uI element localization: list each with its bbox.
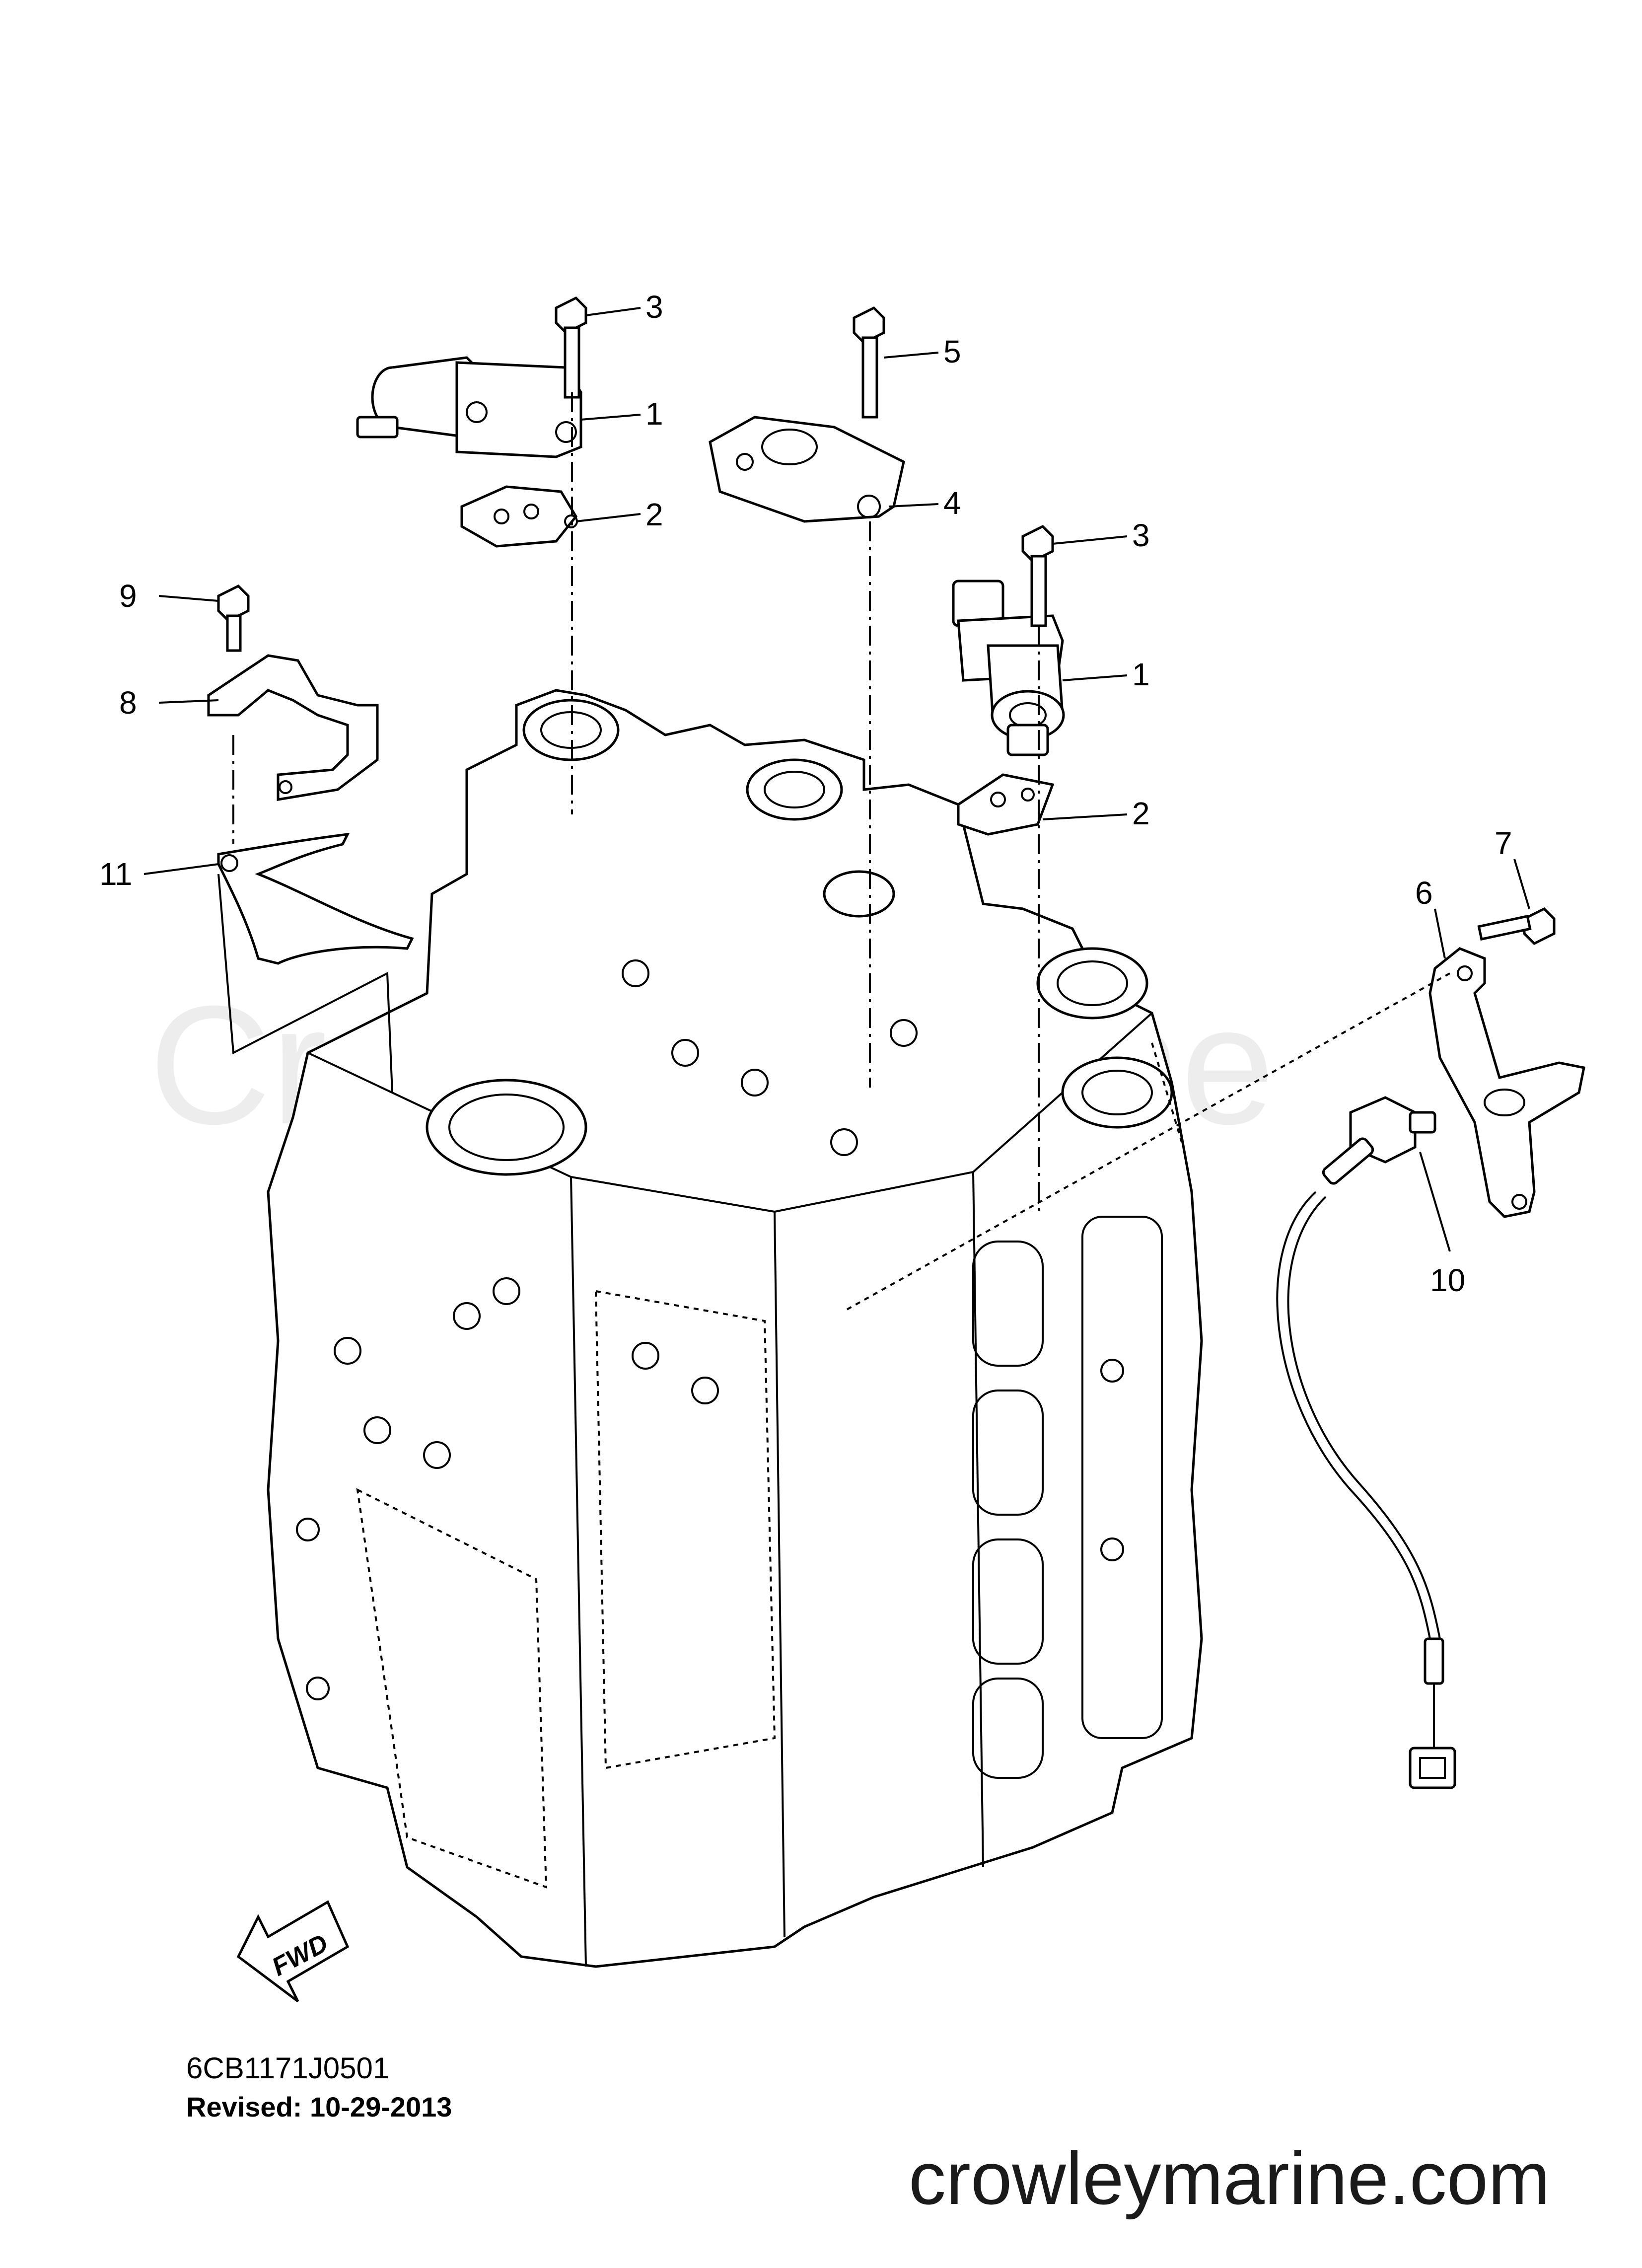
- callout-9: 9: [119, 578, 137, 614]
- callout-5: 5: [943, 334, 961, 369]
- website-label: crowleymarine.com: [909, 2136, 1550, 2220]
- bolt-cover: [853, 306, 885, 419]
- callout-1-left: 1: [645, 396, 663, 432]
- sensor-stay: [1428, 947, 1585, 1218]
- bolt-right: [1021, 524, 1054, 627]
- assembly-lines: [217, 392, 1450, 1312]
- fwd-arrow-icon: FWD: [236, 1900, 350, 2002]
- callout-7: 7: [1495, 825, 1512, 861]
- bolt-stay: [1477, 907, 1556, 946]
- callouts: 3 1 2 5 4 3 1 2 9 8 11 7 6: [99, 289, 1530, 1298]
- callout-6: 6: [1415, 875, 1433, 911]
- cover-plate: [709, 416, 905, 523]
- callout-2-left: 2: [645, 497, 663, 532]
- oil-control-valve-right: [952, 580, 1065, 756]
- callout-3-top: 3: [645, 289, 663, 325]
- callout-8: 8: [119, 685, 137, 721]
- diagram-part-code: 6CB1171J0501: [186, 2051, 390, 2085]
- callout-3-right: 3: [1132, 517, 1150, 553]
- bracket: [207, 654, 379, 801]
- bolt-bracket: [217, 584, 250, 652]
- callout-2-right: 2: [1132, 796, 1150, 831]
- gasket-right: [957, 773, 1055, 836]
- knock-sensor: [1276, 1096, 1456, 1789]
- callout-10: 10: [1430, 1262, 1465, 1298]
- cover-arc: [217, 832, 414, 965]
- callout-4: 4: [943, 485, 961, 521]
- gasket-left: [460, 485, 578, 548]
- revision-date: Revised: 10-29-2013: [186, 2091, 452, 2122]
- oil-control-valve-left: [356, 356, 582, 458]
- callout-11: 11: [99, 856, 132, 892]
- callout-1-right: 1: [1132, 657, 1150, 692]
- cylinder-block: [267, 689, 1203, 1968]
